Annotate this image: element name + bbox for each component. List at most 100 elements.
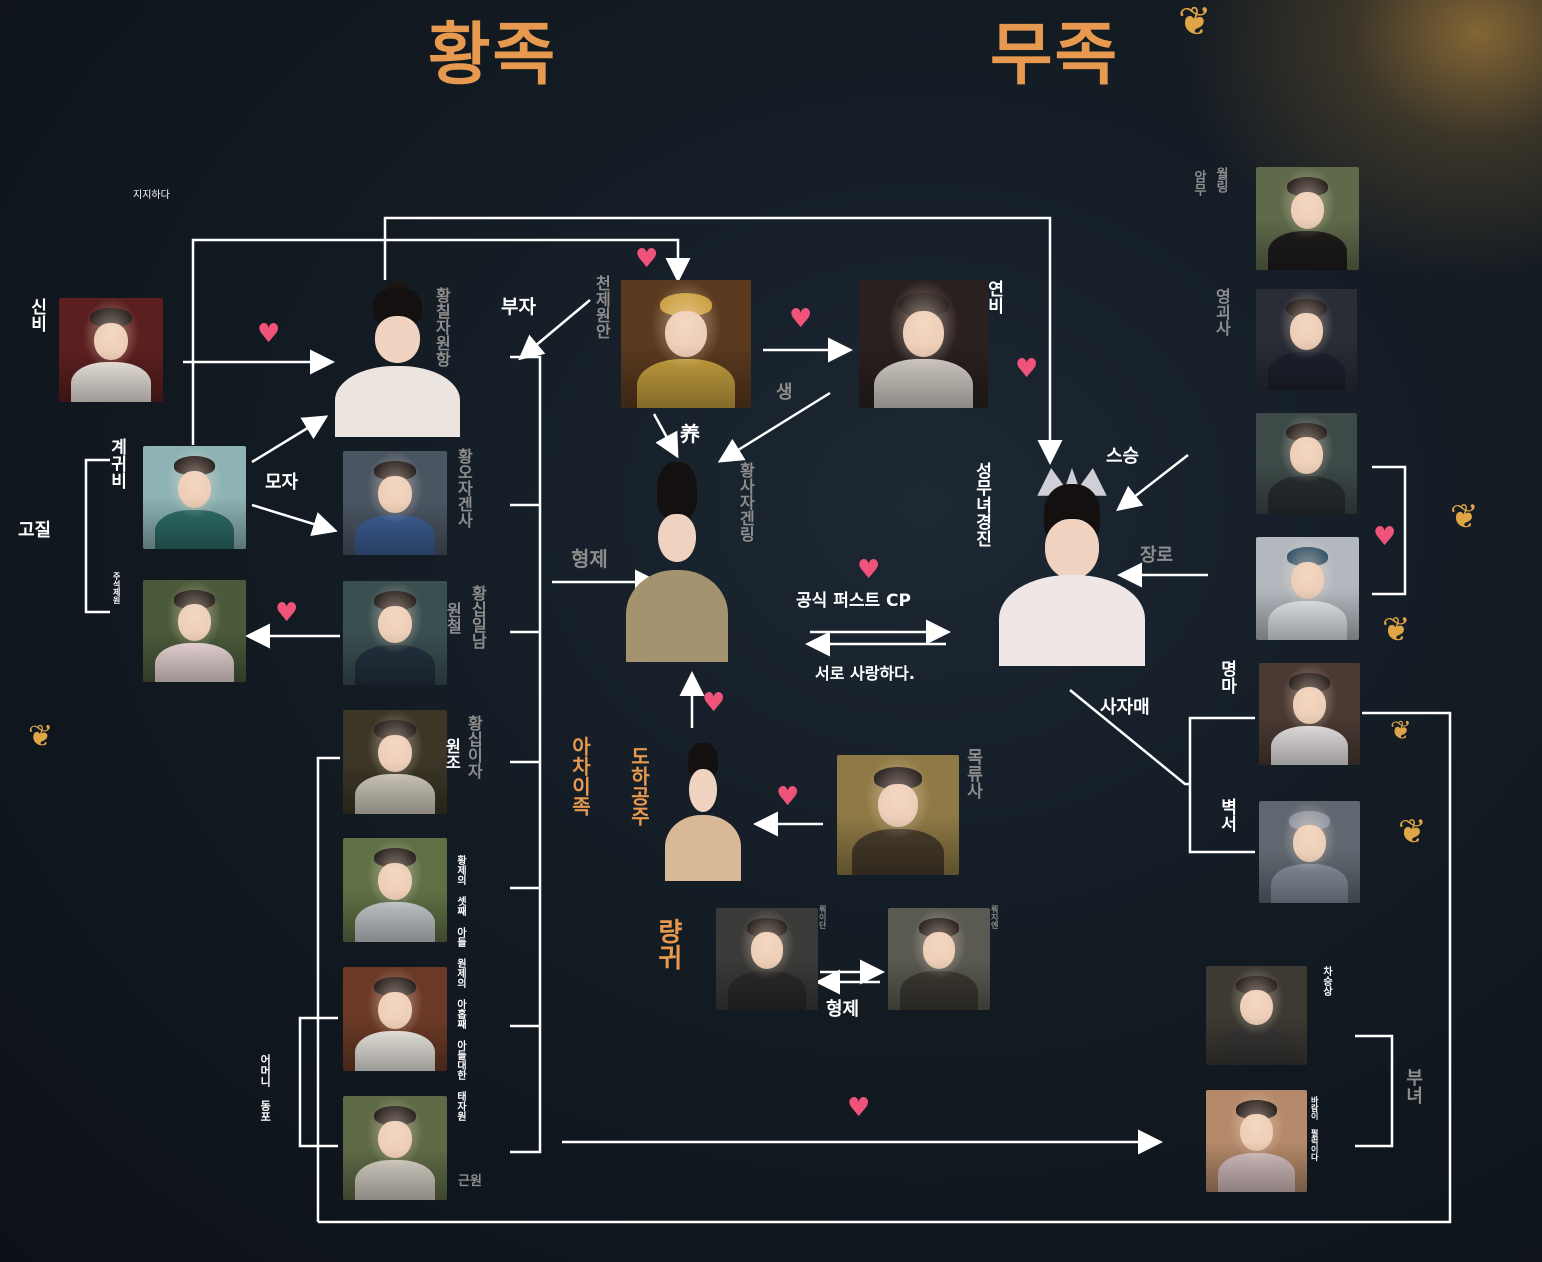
portrait-yeong-goe-sa — [1256, 289, 1357, 390]
portrait-elder — [1256, 537, 1359, 640]
portrait-daughter — [1206, 1090, 1307, 1192]
portrait-yeon-bi — [859, 280, 988, 408]
heart-icon: ♥ — [635, 244, 659, 274]
label-adopt: 养 — [680, 422, 700, 446]
label-support: 지지하다 — [133, 190, 170, 201]
label-seong-mu-nyeo: 성무녀경진 — [971, 462, 992, 547]
label-shin-bi: 신비 — [26, 298, 47, 332]
portrait-doha-princess — [662, 737, 744, 881]
butterfly-icon: ❦ — [1390, 716, 1412, 746]
bracket-niece — [84, 458, 110, 614]
line-master — [1116, 454, 1189, 512]
label-hwang-chil-ja: 황칠자원항 — [432, 287, 452, 367]
butterfly-icon: ❦ — [1450, 497, 1479, 537]
label-am-mu: 암무 — [1190, 170, 1206, 196]
portrait-gye-gwi-bi — [143, 446, 246, 549]
butterfly-icon: ❦ — [1398, 812, 1427, 852]
label-hwang-sa-ja: 황사자겐링 — [736, 462, 756, 542]
portrait-hwang-sip-i — [343, 710, 447, 814]
label-yeon-bi: 연비 — [983, 280, 1004, 314]
label-ryang-gwi: 량귀 — [652, 918, 683, 970]
line-gyegwibi-to-emperor — [191, 238, 691, 445]
label-wol-ring: 월링 — [1212, 167, 1228, 193]
label-master: 스승 — [1106, 446, 1140, 467]
bracket-couple — [1372, 465, 1407, 596]
portrait-hwang-o-ja — [343, 451, 447, 555]
label-brothers: 형제 — [571, 547, 608, 571]
portrait-geun-won — [343, 1096, 447, 1200]
label-official-cp: 공식 퍼스트 CP — [796, 591, 911, 611]
line-mother-to-prince5 — [251, 503, 338, 537]
label-hwang-sip-i: 황십이자 — [464, 715, 484, 779]
line-bottom-loop — [318, 711, 1452, 1224]
label-cha-seung-sang: 차승상 — [1320, 966, 1332, 996]
label-won-cheol: 원철 — [443, 602, 463, 634]
portrait-wol-ring — [1256, 167, 1359, 270]
line-prince7-to-witch — [383, 216, 1063, 465]
label-byeok-seo: 벽서 — [1216, 798, 1237, 832]
bracket-sisters — [1188, 716, 1255, 854]
label-elder: 장로 — [1140, 545, 1174, 566]
label-father-son: 부자 — [501, 296, 536, 318]
portrait-mok-ryu-sa — [837, 755, 959, 875]
label-myeong-ma: 명마 — [1216, 660, 1237, 694]
line-left-loop — [316, 756, 340, 1222]
label-doha-princess: 도하공주 — [627, 746, 651, 826]
label-brothers-bottom: 형제 — [826, 999, 860, 1020]
bracket-father-daughter — [1355, 1034, 1394, 1148]
label-third-son: 황제의 셋째 아들 원제의 아홉째 아들대한 태자원 — [454, 855, 466, 1121]
label-mother-son: 모자 — [265, 472, 299, 493]
label-same-mother: 어머니 동포 — [258, 1054, 272, 1122]
portrait-byeok-seo — [1259, 801, 1360, 903]
portrait-son-six — [343, 967, 447, 1071]
heart-icon: ♥ — [702, 688, 726, 718]
line-birth — [717, 391, 831, 463]
label-acha-clan: 아차이족 — [568, 736, 592, 816]
portrait-brother-right — [888, 908, 990, 1010]
label-mutual-love: 서로 사랑하다. — [815, 664, 915, 683]
portrait-cha-seung-sang — [1206, 966, 1307, 1065]
gold-sparkle-decoration — [1122, 0, 1542, 330]
butterfly-icon: ❦ — [1382, 610, 1411, 650]
heart-icon: ♥ — [857, 555, 881, 585]
line-adopt — [652, 413, 679, 459]
portrait-third-son — [343, 838, 447, 942]
portrait-hwang-sip-il — [343, 581, 447, 685]
label-gye-gwi-bi: 계귀비 — [106, 438, 127, 489]
witch-clan-title: 무족 — [990, 16, 1120, 95]
label-small-right: 뤄지엔 — [990, 905, 1000, 929]
line-mother-to-prince7 — [251, 415, 329, 464]
portrait-cheonje — [621, 280, 751, 408]
label-hwang-sip-il: 황십일남 — [468, 585, 488, 649]
label-father-daughter: 부녀 — [1402, 1068, 1424, 1104]
portrait-seong-mu-nyeo — [993, 468, 1151, 666]
label-hwang-o-ja: 황오자겐사 — [454, 448, 474, 528]
bracket-same-mother — [298, 1016, 338, 1148]
heart-icon: ♥ — [257, 319, 281, 349]
portrait-myeong-ma — [1259, 663, 1360, 765]
butterfly-icon: ❦ — [28, 719, 54, 754]
portrait-hwang-sa-ja — [622, 462, 732, 662]
label-yeong-goe-sa: 영괴사 — [1212, 288, 1232, 336]
label-mok-ryu-sa: 목류사 — [962, 748, 983, 799]
portrait-master — [1256, 413, 1357, 514]
heart-icon: ♥ — [789, 304, 813, 334]
line-sisters — [1069, 689, 1190, 786]
label-small-left: 뤄이단 — [818, 905, 828, 929]
portrait-brother-left — [716, 908, 818, 1010]
label-daughter-small: 바람이 펄럭이다 — [1310, 1096, 1320, 1161]
royal-family-title: 황족 — [428, 16, 558, 95]
label-birth: 생 — [776, 382, 793, 403]
label-cheonje: 천제원안 — [592, 275, 612, 339]
butterfly-icon: ❦ — [1178, 0, 1212, 45]
label-sisters: 사자매 — [1100, 697, 1150, 718]
label-ju-seok-je-won: 주석제원 — [112, 572, 122, 604]
label-niece: 고질 — [18, 520, 52, 541]
heart-icon: ♥ — [1015, 354, 1039, 384]
line-father-son — [518, 299, 591, 361]
label-won-jo: 원조 — [442, 738, 462, 770]
portrait-shin-bi — [59, 298, 163, 402]
portrait-hwang-chil-ja — [330, 282, 465, 437]
